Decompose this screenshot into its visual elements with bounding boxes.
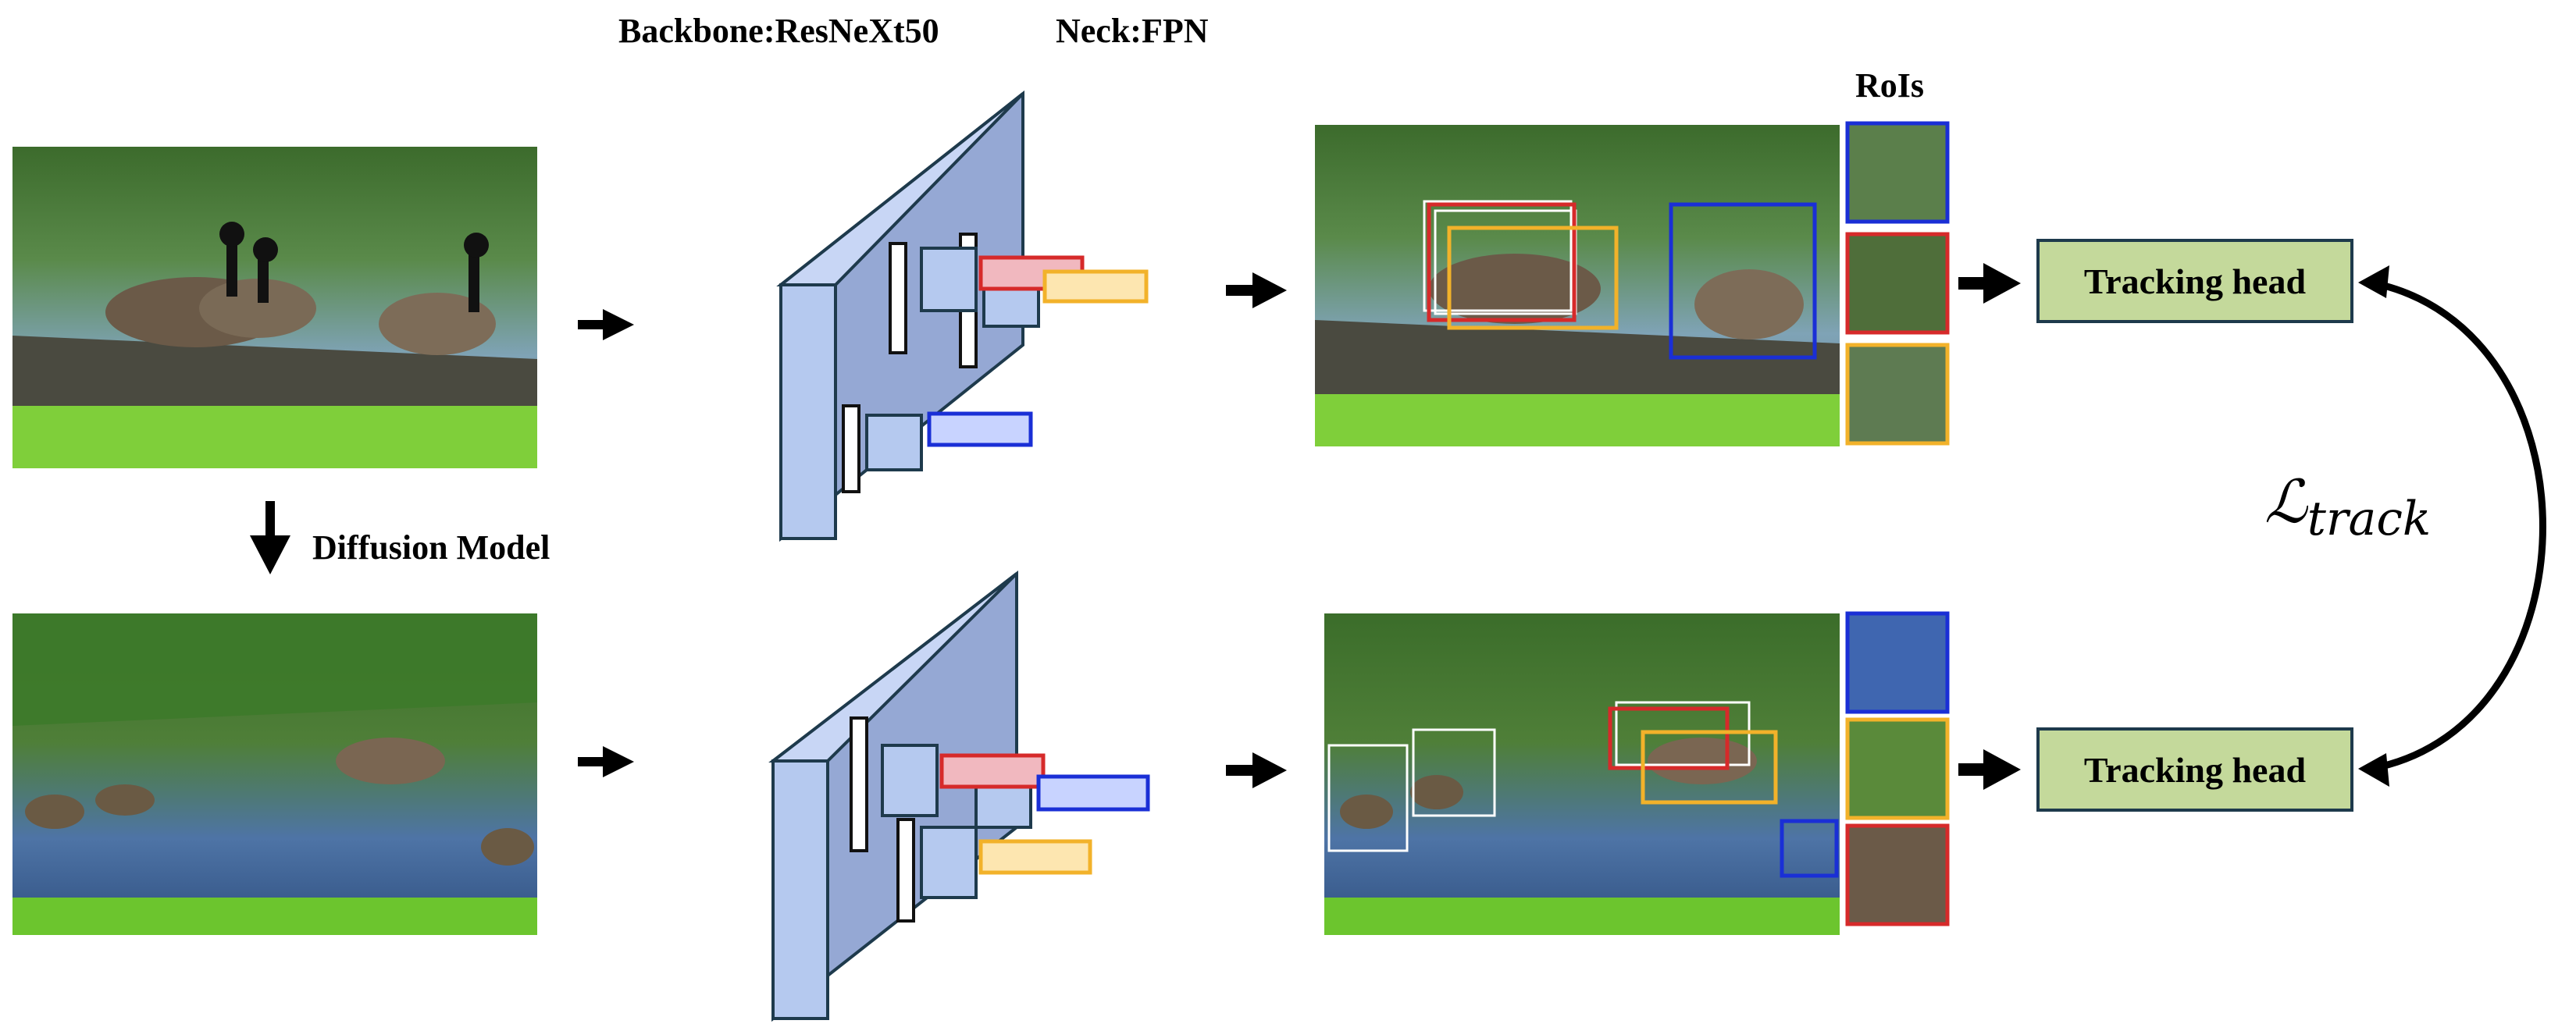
arrow-diffusion-down [250, 501, 290, 574]
track-loss-label: ℒtrack [2264, 467, 2431, 546]
tracking-head-bottom-label: Tracking head [2083, 749, 2307, 790]
tracking-head-bottom: Tracking head [2036, 727, 2353, 812]
track-loss-curve [2358, 265, 2546, 787]
detection-image-bottom [1324, 613, 1840, 935]
arrow-input-top-to-backbone [578, 309, 634, 340]
input-image-bottom [12, 613, 537, 935]
arrow-backbone-bottom-to-detections [1226, 752, 1287, 788]
roi-crops-bottom [1845, 611, 1950, 926]
detection-image-top [1315, 125, 1840, 446]
diffusion-model-label: Diffusion Model [312, 528, 550, 567]
tracking-head-top: Tracking head [2036, 239, 2353, 323]
loss-symbol: ℒ [2264, 467, 2307, 536]
input-image-top [12, 147, 537, 468]
backbone-label: Backbone:ResNeXt50 [618, 12, 939, 50]
arrow-rois-bottom-to-head [1958, 749, 2021, 790]
fpn-top [842, 233, 1149, 493]
arrow-backbone-top-to-detections [1226, 272, 1287, 308]
fpn-bottom [850, 716, 1150, 923]
roi-crops-top [1845, 121, 1950, 446]
tracking-head-top-label: Tracking head [2083, 261, 2307, 301]
arrow-input-bottom-to-backbone [578, 746, 634, 777]
rois-label: RoIs [1855, 66, 1925, 105]
arrow-rois-top-to-head [1958, 263, 2021, 304]
loss-subscript: track [2307, 492, 2432, 546]
neck-label: Neck:FPN [1056, 12, 1209, 50]
